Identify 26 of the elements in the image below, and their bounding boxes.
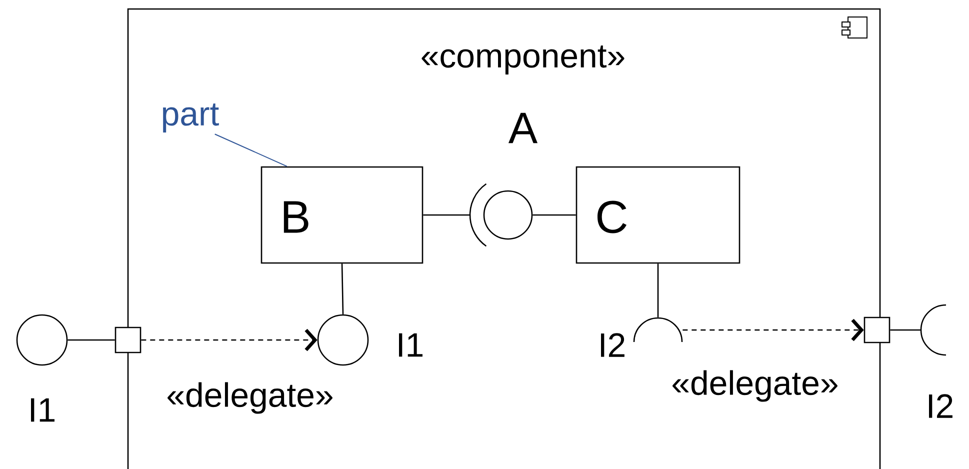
edge-label: «delegate»	[165, 381, 335, 415]
interface-ball	[317, 314, 369, 366]
connector-line	[890, 329, 922, 331]
connector-line	[657, 264, 659, 318]
part-label: part	[163, 104, 219, 132]
interface-name: I2	[929, 394, 952, 418]
port-square	[864, 316, 890, 344]
interface-socket	[469, 183, 487, 247]
connector-line	[341, 264, 344, 314]
interface-name: I1	[31, 398, 54, 422]
leader-line	[214, 134, 288, 167]
part-box: B	[260, 166, 424, 264]
part-box: C	[576, 166, 740, 264]
delegate-arrow	[682, 318, 864, 342]
interface-name: I1	[399, 333, 422, 357]
connector-line	[68, 339, 115, 341]
connector-line	[532, 214, 576, 216]
interface-ball	[483, 190, 533, 240]
interface-ball	[16, 314, 68, 366]
interface-socket	[920, 304, 946, 356]
interface-name: I2	[601, 333, 624, 357]
connector-line	[423, 214, 470, 216]
delegate-arrow	[141, 328, 318, 352]
port-square	[114, 326, 142, 354]
edge-label: «delegate»	[670, 369, 840, 403]
interface-socket	[633, 317, 683, 342]
